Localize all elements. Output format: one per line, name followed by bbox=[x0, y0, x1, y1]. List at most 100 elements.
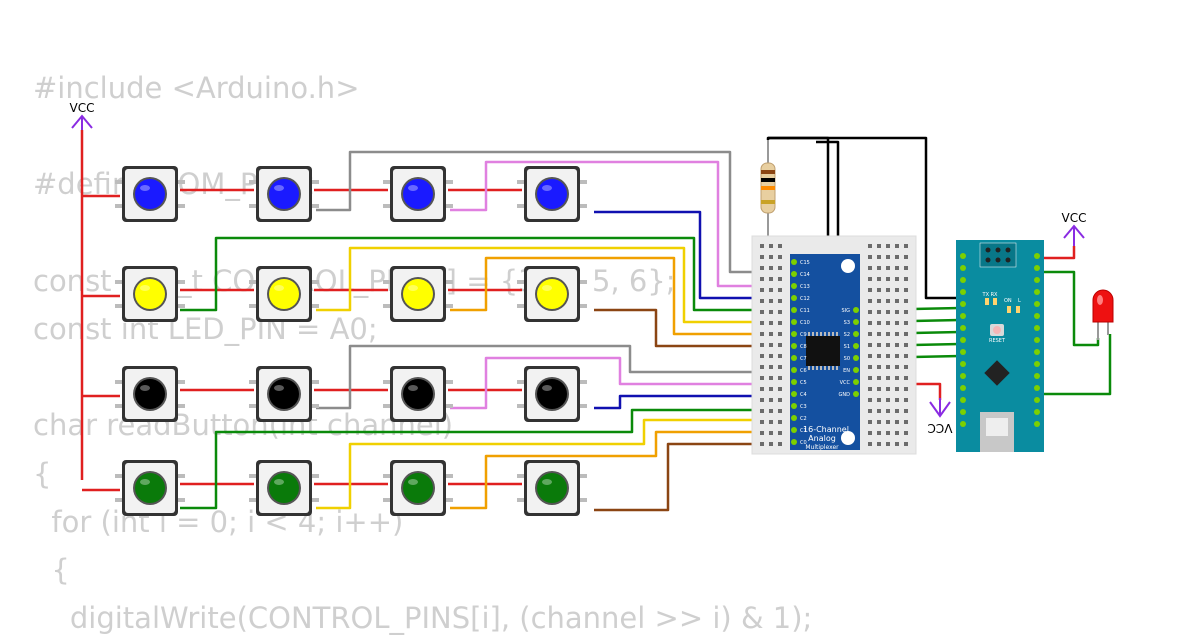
breadboard-hole bbox=[886, 277, 890, 281]
mux-pin-label: VCC bbox=[840, 380, 851, 386]
button-highlight bbox=[408, 285, 418, 291]
breadboard-hole bbox=[760, 266, 764, 270]
nano-pin bbox=[960, 325, 966, 331]
mux-pin-label: C2 bbox=[800, 416, 807, 422]
button-leg bbox=[249, 280, 259, 284]
button-highlight bbox=[408, 385, 418, 391]
mux-pin bbox=[853, 343, 859, 349]
yellow-push-button bbox=[115, 266, 185, 322]
button-leg bbox=[309, 474, 319, 478]
vcc-symbol-left: VCC bbox=[70, 101, 94, 130]
button-leg bbox=[443, 304, 453, 308]
breadboard-hole bbox=[760, 431, 764, 435]
breadboard-hole bbox=[778, 442, 782, 446]
mux-pin bbox=[791, 343, 797, 349]
nano-on-label: ON bbox=[1004, 298, 1012, 304]
button-leg bbox=[249, 304, 259, 308]
green-push-button bbox=[115, 460, 185, 516]
breadboard-hole bbox=[904, 398, 908, 402]
breadboard-hole bbox=[868, 299, 872, 303]
mux-caption: Multiplexer bbox=[805, 444, 839, 451]
chip-leg bbox=[824, 366, 826, 370]
mux-pin bbox=[853, 319, 859, 325]
wire bbox=[180, 408, 790, 510]
breadboard-hole bbox=[877, 321, 881, 325]
breadboard-hole bbox=[760, 398, 764, 402]
breadboard-hole bbox=[769, 420, 773, 424]
mux-pin-label: C7 bbox=[800, 356, 807, 362]
breadboard-hole bbox=[778, 387, 782, 391]
wire bbox=[594, 210, 790, 300]
breadboard-hole bbox=[877, 376, 881, 380]
breadboard-hole bbox=[895, 277, 899, 281]
breadboard-hole bbox=[895, 409, 899, 413]
mux-pin-label: C1 bbox=[800, 428, 807, 434]
breadboard-hole bbox=[877, 420, 881, 424]
mux-pin-label: GND bbox=[839, 392, 851, 398]
chip-leg bbox=[808, 332, 810, 336]
mux-pin-label: C10 bbox=[800, 320, 810, 326]
breadboard-hole bbox=[868, 277, 872, 281]
breadboard-hole bbox=[760, 299, 764, 303]
breadboard-hole bbox=[778, 431, 782, 435]
button-leg bbox=[175, 180, 185, 184]
button-leg bbox=[577, 380, 587, 384]
breadboard-hole bbox=[769, 310, 773, 314]
breadboard-hole bbox=[778, 398, 782, 402]
button-cap bbox=[269, 473, 299, 503]
breadboard-hole bbox=[895, 420, 899, 424]
breadboard-hole bbox=[877, 310, 881, 314]
breadboard-hole bbox=[877, 431, 881, 435]
breadboard-hole bbox=[886, 376, 890, 380]
breadboard-hole bbox=[895, 387, 899, 391]
button-highlight bbox=[274, 185, 284, 191]
wire bbox=[450, 160, 790, 288]
button-leg bbox=[443, 280, 453, 284]
breadboard-hole bbox=[904, 431, 908, 435]
nano-pin bbox=[960, 397, 966, 403]
button-leg bbox=[443, 474, 453, 478]
breadboard-hole bbox=[778, 277, 782, 281]
breadboard-hole bbox=[904, 442, 908, 446]
breadboard-hole bbox=[868, 442, 872, 446]
blue-push-button bbox=[517, 166, 587, 222]
breadboard-hole bbox=[778, 255, 782, 259]
breadboard-hole bbox=[877, 299, 881, 303]
button-highlight bbox=[274, 479, 284, 485]
button-highlight bbox=[542, 185, 552, 191]
breadboard-hole bbox=[895, 354, 899, 358]
button-leg bbox=[175, 404, 185, 408]
breadboard-hole bbox=[760, 354, 764, 358]
nano-pin bbox=[1034, 349, 1040, 355]
button-cap bbox=[135, 473, 165, 503]
breadboard-hole bbox=[877, 332, 881, 336]
wire bbox=[1036, 334, 1112, 396]
chip-leg bbox=[816, 332, 818, 336]
mux-pin bbox=[853, 367, 859, 373]
mux-pin bbox=[791, 259, 797, 265]
breadboard-hole bbox=[886, 387, 890, 391]
breadboard-hole bbox=[769, 376, 773, 380]
mux-pin bbox=[853, 331, 859, 337]
breadboard-hole bbox=[886, 431, 890, 435]
wire bbox=[316, 418, 790, 510]
mux-pin-label: C3 bbox=[800, 404, 807, 410]
wires-layer bbox=[80, 130, 1112, 512]
mux-pin-label: C0 bbox=[800, 440, 807, 446]
breadboard-hole bbox=[868, 255, 872, 259]
button-cap bbox=[403, 279, 433, 309]
button-leg bbox=[175, 498, 185, 502]
breadboard-hole bbox=[778, 310, 782, 314]
breadboard-hole bbox=[868, 387, 872, 391]
button-leg bbox=[175, 280, 185, 284]
wire bbox=[1036, 270, 1100, 347]
breadboard-hole bbox=[868, 244, 872, 248]
button-highlight bbox=[408, 185, 418, 191]
button-highlight bbox=[542, 285, 552, 291]
button-highlight bbox=[542, 479, 552, 485]
mux-pin-label: S1 bbox=[844, 344, 850, 350]
breadboard-hole bbox=[760, 387, 764, 391]
breadboard-hole bbox=[760, 420, 764, 424]
breadboard-hole bbox=[769, 398, 773, 402]
breadboard-hole bbox=[760, 288, 764, 292]
